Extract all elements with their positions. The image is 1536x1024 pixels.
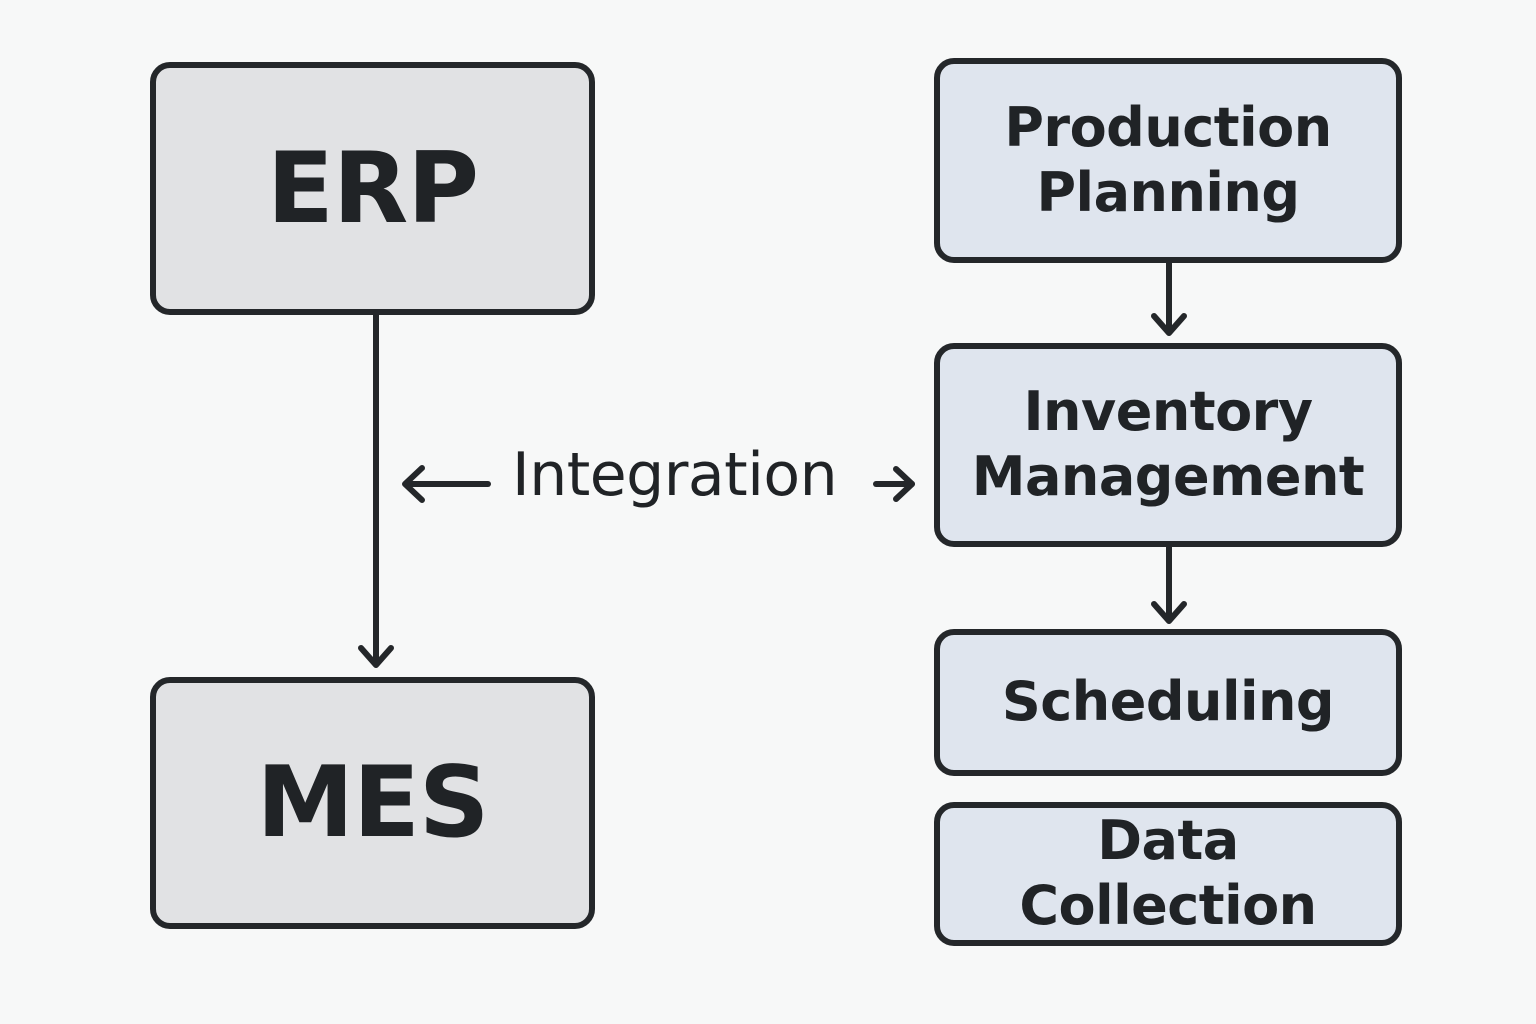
inventory-management-label-line2: Management [971, 445, 1365, 508]
scheduling-label: Scheduling [1001, 670, 1335, 734]
production-planning-label-line2: Planning [1036, 160, 1300, 224]
integration-right-arrowhead [893, 466, 915, 502]
integration-left-arrowhead [402, 465, 425, 503]
inventory-management-node: Inventory Management [934, 343, 1402, 547]
erp-label: ERP [266, 131, 479, 246]
erp-to-mes-arrowhead [358, 645, 394, 668]
data-collection-label: Data Collection [1019, 809, 1317, 937]
production-to-inventory-arrowhead [1151, 313, 1187, 336]
data-collection-node: Data Collection [934, 802, 1402, 946]
erp-node: ERP [150, 62, 595, 315]
production-planning-node: Production Planning [934, 58, 1402, 263]
inventory-management-label-line1: Inventory [1023, 380, 1313, 444]
inventory-to-scheduling-arrowhead [1151, 601, 1187, 624]
scheduling-node: Scheduling [934, 629, 1402, 776]
mes-node: MES [150, 677, 595, 929]
integration-label: Integration [512, 440, 838, 510]
production-planning-label-line1: Production [1004, 95, 1332, 159]
mes-label: MES [256, 746, 489, 860]
